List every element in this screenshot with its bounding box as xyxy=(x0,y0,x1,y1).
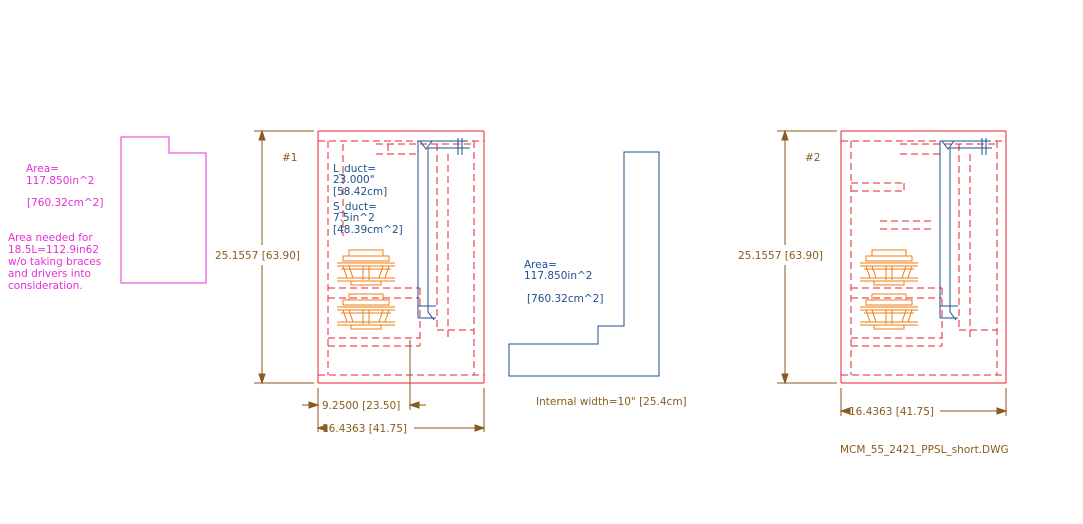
area-note-metric: [760.32cm^2] xyxy=(27,197,103,209)
enclosure-1 xyxy=(317,130,485,384)
enclosure-2-width-dimension: 16.4363 [41.75] xyxy=(849,406,934,418)
enclosure-2-duct xyxy=(939,138,992,321)
enclosure-2-inner-wall xyxy=(841,140,1006,376)
cross-section-outline xyxy=(120,136,207,284)
s-duct-cm: [48.39cm^2] xyxy=(333,224,403,236)
port-area-line1: Area= xyxy=(524,259,557,271)
enclosure-2-drivers xyxy=(859,249,919,330)
enclosure-1-inner-wall xyxy=(318,140,484,376)
area-note-line2: 117.850in^2 xyxy=(26,175,94,187)
enclosure-1-width-dimension: 16.4363 [41.75] xyxy=(322,423,407,435)
internal-width-note: Internal width=10" [25.4cm] xyxy=(536,396,687,408)
port-area-metric: [760.32cm^2] xyxy=(527,293,603,305)
enclosure-2-outer-wall xyxy=(840,130,1007,384)
drawing-filename: MCM_55_2421_PPSL_short.DWG xyxy=(840,444,1009,456)
enclosure-2 xyxy=(840,130,1007,384)
enclosure-2-label: #2 xyxy=(805,152,820,164)
port-outline xyxy=(508,151,660,377)
enclosure-1-outer-wall xyxy=(317,130,485,384)
enclosure-1-height-dimension: 25.1557 [63.90] xyxy=(215,250,300,262)
enclosure-1-label: #1 xyxy=(282,152,297,164)
enclosure-2-height-dimension: 25.1557 [63.90] xyxy=(738,250,823,262)
area-needed-line1: Area needed for xyxy=(8,232,93,244)
enclosure-1-duct xyxy=(417,138,470,321)
l-duct-inches: 23.000" xyxy=(333,174,375,186)
enclosure-2-dimension-lines xyxy=(777,129,1008,416)
s-duct-inches: 7.5in^2 xyxy=(333,212,375,224)
port-area-line2: 117.850in^2 xyxy=(524,270,592,282)
area-note-line1: Area= xyxy=(26,163,59,175)
area-needed-line4: and drivers into xyxy=(8,268,91,280)
area-needed-line3: w/o taking braces xyxy=(8,256,101,268)
l-duct-cm: [58.42cm] xyxy=(333,186,387,198)
area-needed-line2: 18.5L=112.9in62 xyxy=(8,244,99,256)
enclosure-1-drivers xyxy=(336,249,396,330)
enclosure-1-dimension-lines xyxy=(254,129,486,432)
enclosure-1-sub-width-dimension: 9.2500 [23.50] xyxy=(322,400,400,412)
s-duct-label: S_duct= xyxy=(333,201,377,213)
area-needed-line5: consideration. xyxy=(8,280,83,292)
l-duct-label: L_duct= xyxy=(333,163,376,175)
